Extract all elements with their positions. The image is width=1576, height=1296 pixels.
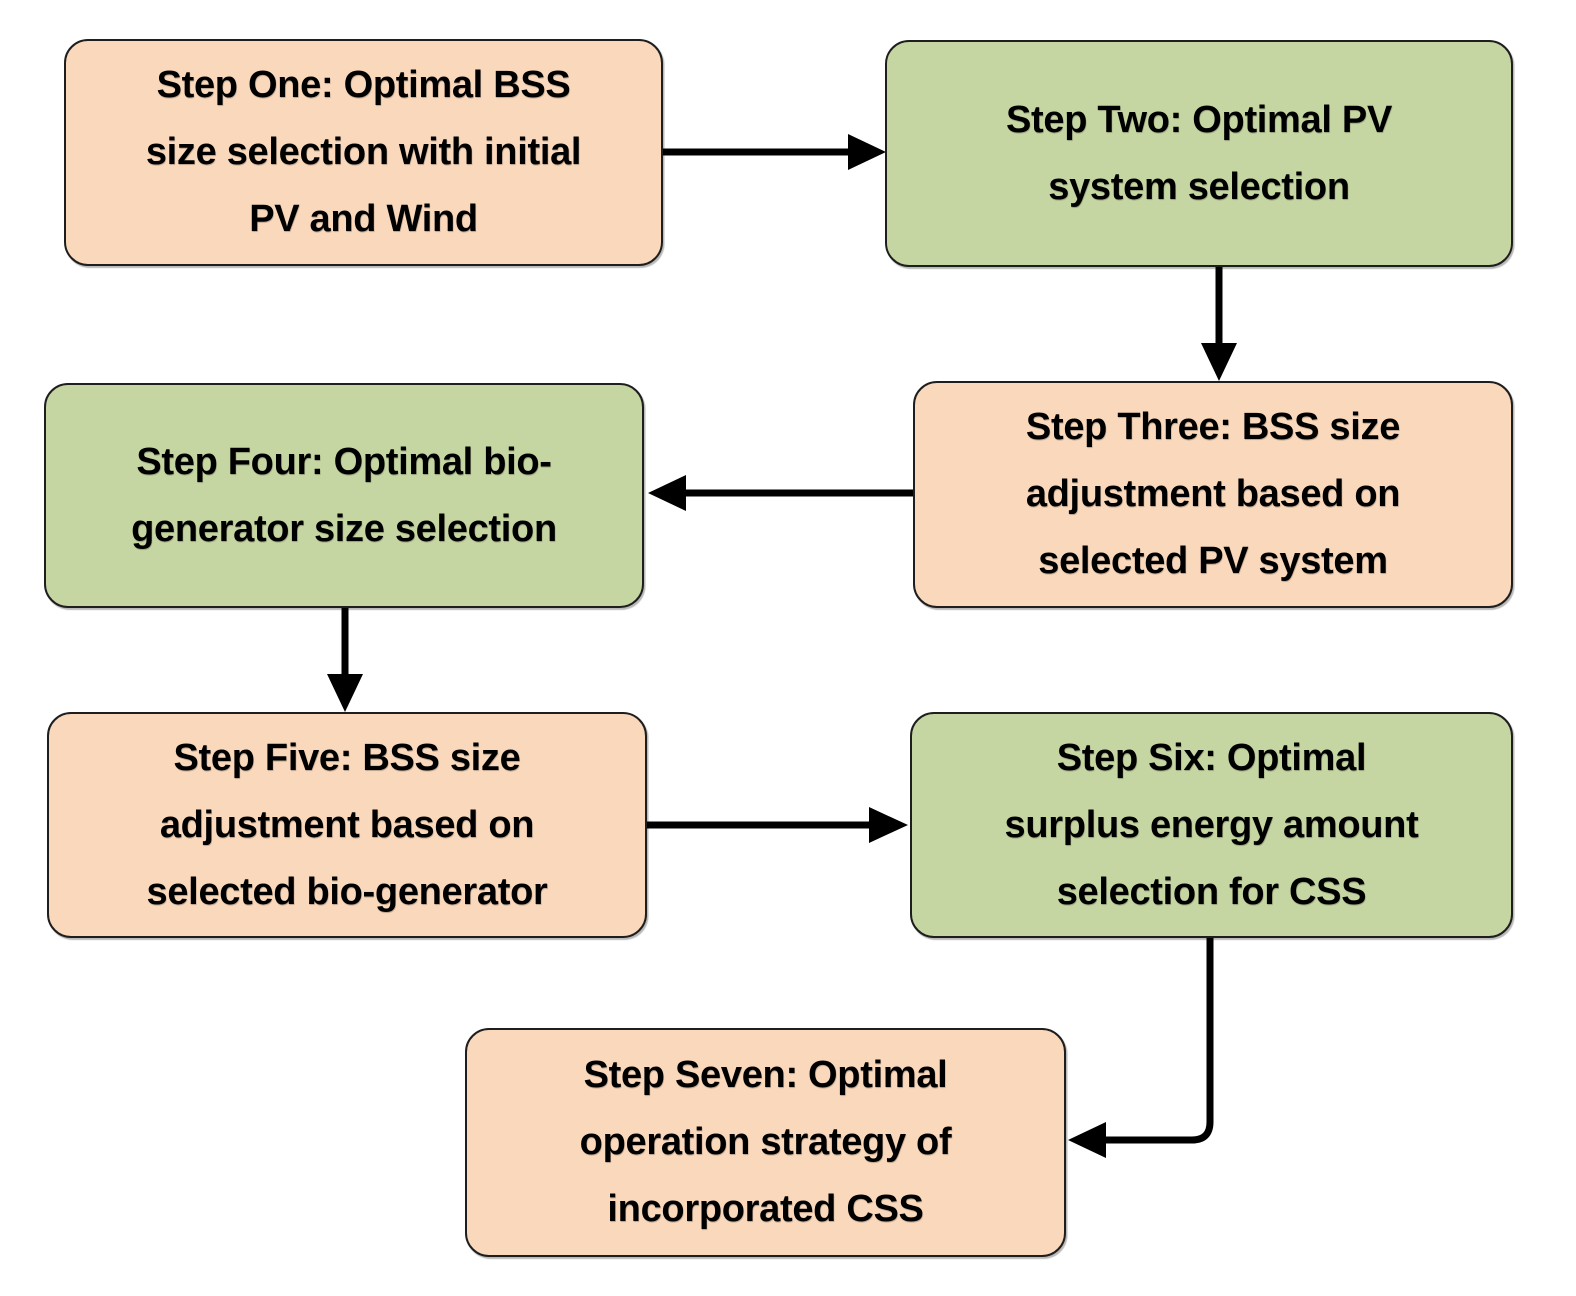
step-three-box: Step Three: BSS size adjustment based on… <box>913 381 1513 608</box>
step-five-box: Step Five: BSS size adjustment based on … <box>47 712 647 938</box>
step-three-label: Step Three: BSS size adjustment based on… <box>1025 406 1401 582</box>
step-five-label: Step Five: BSS size adjustment based on … <box>146 736 548 913</box>
step-seven-label: Step Seven: Optimal operation strategy o… <box>579 1054 952 1230</box>
arrow-step-two-to-step-three <box>1201 267 1237 381</box>
step-two-label: Step Two: Optimal PV system selection <box>1006 98 1392 208</box>
step-six-label: Step Six: Optimal surplus energy amount … <box>1004 736 1419 913</box>
step-two-box: Step Two: Optimal PV system selection <box>885 40 1513 267</box>
arrow-step-three-to-step-four <box>648 475 913 511</box>
arrow-step-four-to-step-five <box>327 608 363 712</box>
step-seven-box: Step Seven: Optimal operation strategy o… <box>465 1028 1066 1257</box>
arrow-step-five-to-step-six <box>647 807 908 843</box>
step-one-label: Step One: Optimal BSS size selection wit… <box>145 64 582 240</box>
step-six-box: Step Six: Optimal surplus energy amount … <box>910 712 1513 938</box>
step-four-label: Step Four: Optimal bio- generator size s… <box>131 440 557 550</box>
arrow-step-six-to-step-seven <box>1068 938 1214 1158</box>
arrow-step-one-to-step-two <box>663 134 886 170</box>
step-four-box: Step Four: Optimal bio- generator size s… <box>44 383 644 608</box>
step-one-box: Step One: Optimal BSS size selection wit… <box>64 39 663 266</box>
